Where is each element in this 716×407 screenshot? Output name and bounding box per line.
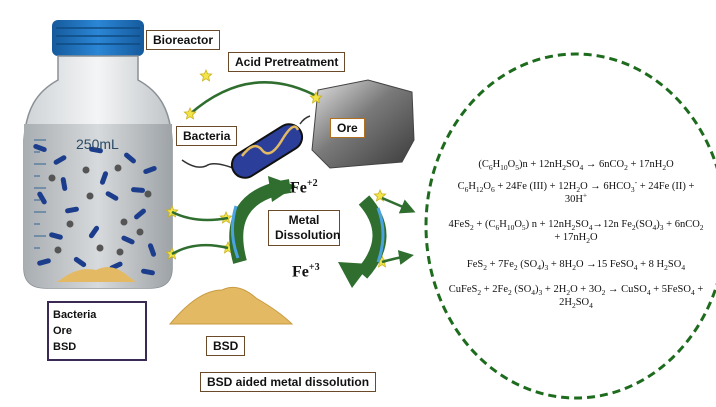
bottle-volume-text: 250mL [76, 136, 119, 152]
ore-particle [96, 244, 104, 252]
ore-particle [114, 164, 122, 172]
ore-particle [120, 218, 128, 226]
bottle-liquid [24, 124, 172, 288]
volume-graduations [34, 139, 46, 249]
equation-5: CuFeS2 + 2Fe2 (SO4)3 + 2H2O + 3O2 → CuSO… [448, 284, 704, 311]
ore-particle [116, 248, 124, 256]
bacterium-particle [121, 235, 135, 245]
bacterium-particle [147, 243, 157, 257]
legend-bacteria-label: Bacteria [53, 309, 97, 321]
bacterium-particle [99, 171, 109, 185]
bioreactor-bottle [23, 20, 173, 289]
bacterium-particle [89, 146, 103, 154]
bacterium-particle [141, 268, 155, 276]
cycle-arrow-right [356, 195, 387, 279]
ore-particle [66, 220, 74, 228]
ore-particle [86, 192, 94, 200]
bacterium-particle [105, 191, 119, 201]
bottle-bacteria-particles [33, 143, 157, 276]
bacterium-particle [33, 143, 47, 153]
bacterium-particle [65, 206, 79, 214]
bioreactor-label: Bioreactor [146, 30, 221, 50]
cycle-highlight-left [231, 205, 240, 259]
equation-4: FeS2 + 7Fe2 (SO4)3 + 8H2O →15 FeSO4 + 8 … [466, 259, 686, 273]
ore-particle [82, 166, 90, 174]
bacteria-label: Bacteria [176, 126, 238, 146]
bacterium-illustration [181, 115, 311, 179]
spark-star-icon [183, 106, 197, 120]
bsd-pile [168, 286, 294, 325]
ore-particle [144, 190, 152, 198]
connector-to-equations-bottom [381, 250, 414, 265]
bacterium-particle [37, 191, 47, 205]
cycle-highlight-right [376, 207, 385, 263]
bacterium-particle [73, 256, 87, 268]
ore-particle [136, 228, 144, 236]
equation-2: C6H12O6 + 24Fe (III) + 12H2O → 6HCO3- + … [457, 177, 695, 205]
connector-to-equations-top [381, 196, 416, 214]
spark-star-icon [309, 90, 323, 104]
caption-label: BSD aided metal dissolution [200, 372, 377, 392]
bottle-cap [52, 20, 144, 56]
fe3-ion: Fe+3 [292, 262, 320, 281]
legend-box: Bacteria Ore BSD [47, 301, 147, 361]
acid-pretreatment-arc [189, 81, 321, 115]
equation-3: 4FeS2 + (C6H10O5) n + 12nH2SO4→12n Fe2(S… [448, 219, 704, 246]
bacterium-particle [53, 155, 67, 165]
bacterium-particle [37, 258, 51, 266]
bacterium-particle [88, 225, 100, 239]
acid-pretreatment-label: Acid Pretreatment [228, 52, 346, 72]
bacterium-particle [143, 165, 157, 175]
equation-circle [424, 52, 716, 400]
connector-bottle-bottom [171, 243, 229, 256]
legend-ore-label: Ore [53, 325, 72, 337]
ore-particle [54, 246, 62, 254]
cycle-arrowhead-bottom [338, 262, 370, 288]
bacterium-particle [60, 177, 68, 191]
bsd-label: BSD [206, 336, 246, 356]
ore-particle [48, 174, 56, 182]
cycle-arrowhead-top [268, 176, 296, 202]
fe2-ion: Fe+2 [290, 178, 318, 197]
bacterium-particle [49, 232, 63, 240]
bacterium-particle [124, 152, 136, 164]
bottle-bsd-sediment [56, 267, 136, 282]
spark-star-icon [199, 68, 213, 82]
connector-bottle-top [171, 210, 229, 222]
metal-dissolution-label: Metal Dissolution [268, 210, 340, 246]
legend-bsd-label: BSD [53, 341, 77, 353]
equation-1: (C6H10O5)n + 12nH2SO4 → 6nCO2 + 17nH2O [478, 159, 674, 173]
bacterium-particle [131, 187, 145, 193]
bacterium-particle [134, 208, 146, 220]
ore-label: Ore [330, 118, 365, 138]
